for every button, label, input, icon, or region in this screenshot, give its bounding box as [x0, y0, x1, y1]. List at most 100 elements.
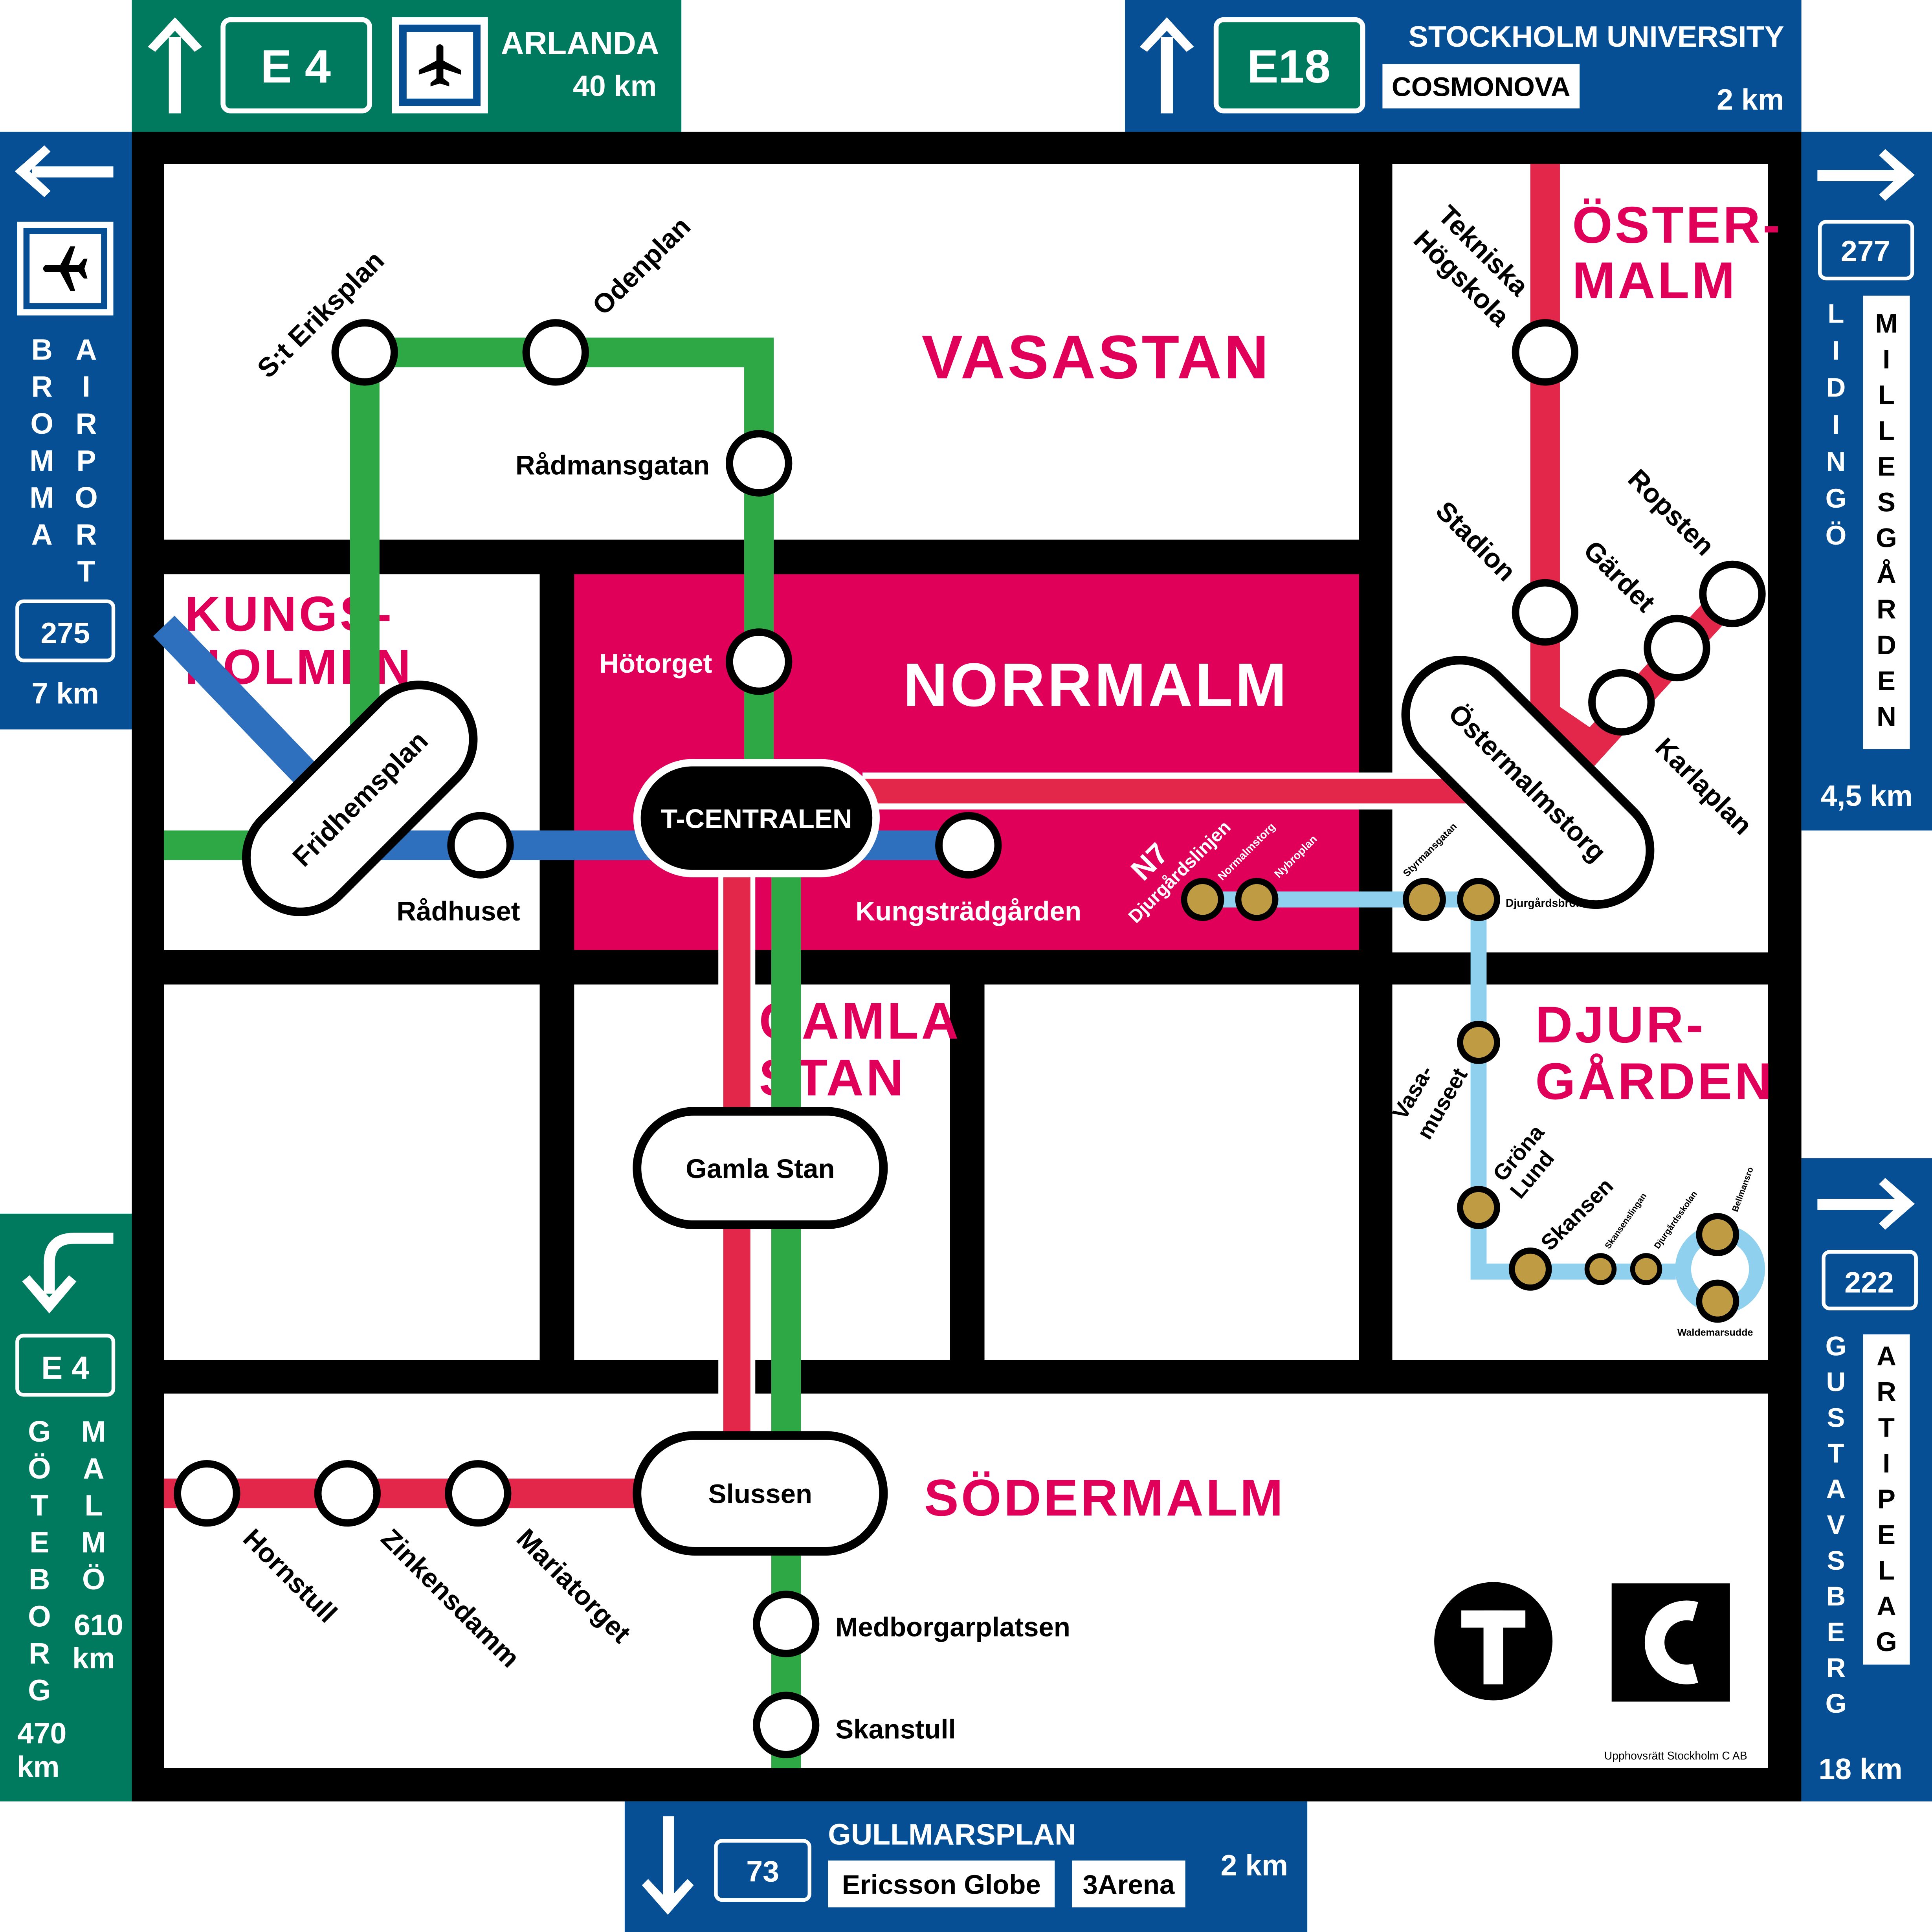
tram-stop-nybroplan[interactable]	[1235, 878, 1279, 921]
sign-letter: E	[1877, 666, 1895, 696]
tram-stop-skansenslingan[interactable]	[1584, 1253, 1617, 1285]
sign-letter: M	[1875, 308, 1897, 339]
sign-right-lower-distance: 18 km	[1818, 1752, 1902, 1785]
block-west	[164, 984, 540, 1360]
district-djurgarden-2: GÅRDEN	[1535, 1052, 1774, 1110]
sign-letter: I	[82, 370, 90, 403]
sign-letter: M	[81, 1526, 106, 1559]
tram-stops	[1181, 878, 1739, 1323]
sign-letter: U	[1826, 1367, 1846, 1397]
sign-left-lower-distance-unit: km	[17, 1750, 60, 1783]
station-gardet[interactable]	[1644, 615, 1710, 682]
stations	[174, 319, 1766, 1758]
sign-top-right-destination: STOCKHOLM UNIVERSITY	[1409, 20, 1784, 53]
sign-letter: B	[31, 333, 52, 366]
sign-letter: L	[1878, 415, 1895, 446]
arrow-up-icon	[1139, 17, 1194, 114]
sign-top-left-distance: 40 km	[573, 70, 657, 103]
station-zinkensdamm[interactable]	[314, 1460, 381, 1527]
tram-stop-skansen[interactable]	[1508, 1248, 1552, 1291]
sign-bottom-box2: 3Arena	[1083, 1870, 1175, 1900]
station-ropsten[interactable]	[1699, 560, 1766, 627]
hub-gamla-stan[interactable]: Gamla Stan	[633, 1107, 888, 1229]
station-hotorget[interactable]	[726, 628, 793, 695]
sign-letter: D	[1877, 630, 1896, 660]
sign-letter: G	[28, 1673, 51, 1706]
sign-letter: B	[29, 1563, 50, 1596]
sign-letter: T	[1827, 1438, 1844, 1468]
tram-stop-bellmansro[interactable]	[1696, 1213, 1739, 1256]
station-radmansgatan[interactable]	[726, 430, 793, 497]
sign-letter: O	[75, 481, 98, 514]
tram-stop-djurgardsbron[interactable]	[1457, 878, 1500, 921]
tram-stop-vasamuseet[interactable]	[1457, 1021, 1500, 1064]
sign-left-lower-distance-2: 610	[74, 1608, 123, 1641]
station-stadion[interactable]	[1512, 579, 1579, 646]
station-radhuset[interactable]	[447, 812, 514, 879]
label-radhuset: Rådhuset	[396, 896, 520, 926]
hub-slussen-label: Slussen	[708, 1479, 812, 1509]
label-medborgarplatsen: Medborgarplatsen	[835, 1612, 1070, 1642]
sign-letter: T	[77, 555, 95, 588]
station-tekniska-hogskola[interactable]	[1512, 319, 1579, 386]
hub-slussen[interactable]: Slussen	[633, 1431, 888, 1556]
tram-stop-styrmansgatan[interactable]	[1403, 878, 1446, 921]
sign-letter: G	[1826, 483, 1847, 514]
label-skanstull: Skanstull	[835, 1714, 956, 1745]
sign-letter: G	[1876, 1627, 1897, 1657]
sign-letter: E	[1877, 1519, 1895, 1550]
tram-stop-djurgardsskolan[interactable]	[1630, 1253, 1662, 1285]
sign-letter: M	[29, 444, 54, 477]
sign-letter: T	[30, 1489, 48, 1522]
sign-letter: G	[1826, 1688, 1847, 1719]
sign-letter: Ö	[82, 1563, 105, 1596]
sign-top-right: E18 STOCKHOLM UNIVERSITY COSMONOVA 2 km	[1125, 0, 1802, 132]
sign-letter: S	[1827, 1402, 1845, 1433]
district-norrmalm: NORRMALM	[903, 651, 1289, 719]
sign-letter: A	[83, 1452, 104, 1485]
hub-t-centralen[interactable]: T-CENTRALEN	[633, 759, 880, 877]
hub-t-centralen-label: T-CENTRALEN	[661, 804, 852, 834]
sign-letter: L	[1827, 299, 1844, 329]
sign-bottom-distance: 2 km	[1221, 1849, 1288, 1882]
arrow-turn-down-head	[22, 1275, 77, 1314]
station-st-eriksplan[interactable]	[331, 319, 398, 386]
sign-letter: I	[1882, 344, 1890, 374]
district-vasastan: VASASTAN	[922, 323, 1271, 392]
sign-top-left-destination: ARLANDA	[501, 26, 659, 61]
sign-letter: L	[84, 1489, 103, 1522]
arrow-up-icon	[148, 17, 202, 114]
tram-stop-grona-lund[interactable]	[1457, 1186, 1500, 1229]
metro-t-logo-icon	[1434, 1582, 1553, 1701]
sign-left-upper-route: 275	[40, 616, 90, 650]
station-kungstradgarden[interactable]	[935, 812, 1002, 879]
station-hornstull[interactable]	[174, 1460, 240, 1527]
sign-top-left-route: E 4	[261, 40, 331, 93]
station-odenplan[interactable]	[522, 319, 589, 386]
sign-letter: A	[31, 518, 52, 551]
station-mariatorget[interactable]	[445, 1460, 512, 1527]
sign-letter: O	[28, 1600, 51, 1633]
sign-letter: A	[75, 333, 97, 366]
sign-letter: A	[1877, 1341, 1896, 1371]
blue-line-west	[153, 615, 319, 787]
station-skanstull[interactable]	[752, 1692, 820, 1758]
district-djurgarden-1: DJUR-	[1535, 996, 1706, 1053]
tram-stop-normalmstorg[interactable]	[1181, 878, 1224, 921]
station-karlaplan[interactable]	[1588, 669, 1655, 736]
sign-letter: M	[29, 481, 54, 514]
station-medborgarplatsen[interactable]	[752, 1591, 820, 1657]
copyright: Upphovsrätt Stockholm C AB	[1604, 1749, 1747, 1762]
sign-letter: M	[81, 1415, 106, 1448]
tram-stop-waldemarsudde[interactable]	[1696, 1279, 1739, 1323]
arrow-right-icon	[1817, 149, 1915, 201]
sign-letter: E	[1877, 451, 1895, 481]
sign-letter: I	[1832, 409, 1840, 440]
sign-letter: Ö	[1826, 520, 1847, 550]
